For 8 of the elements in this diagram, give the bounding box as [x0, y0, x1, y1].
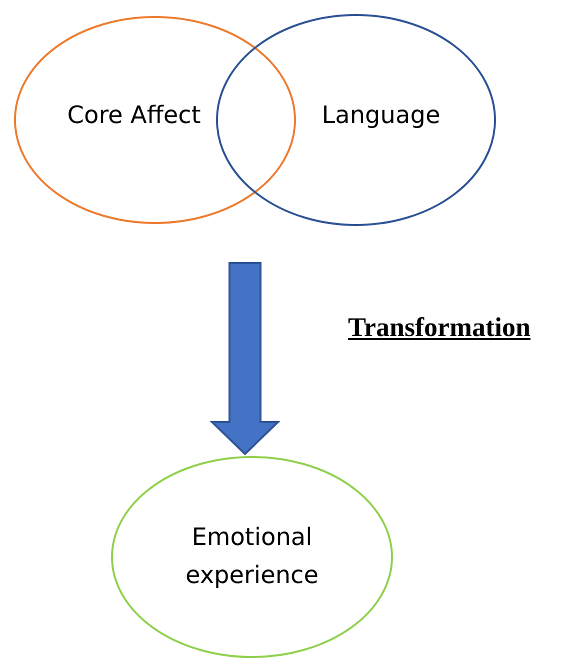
block-arrow: [210, 262, 280, 456]
node-text: Core Affect: [66, 100, 202, 131]
ellipse-node: [111, 456, 393, 658]
ellipse-node: [216, 14, 496, 226]
node-text: Language: [320, 100, 442, 131]
ellipse-node: [14, 16, 296, 224]
node-text: Emotional experience: [184, 522, 320, 591]
arrow-caption: Transformation: [348, 312, 530, 343]
